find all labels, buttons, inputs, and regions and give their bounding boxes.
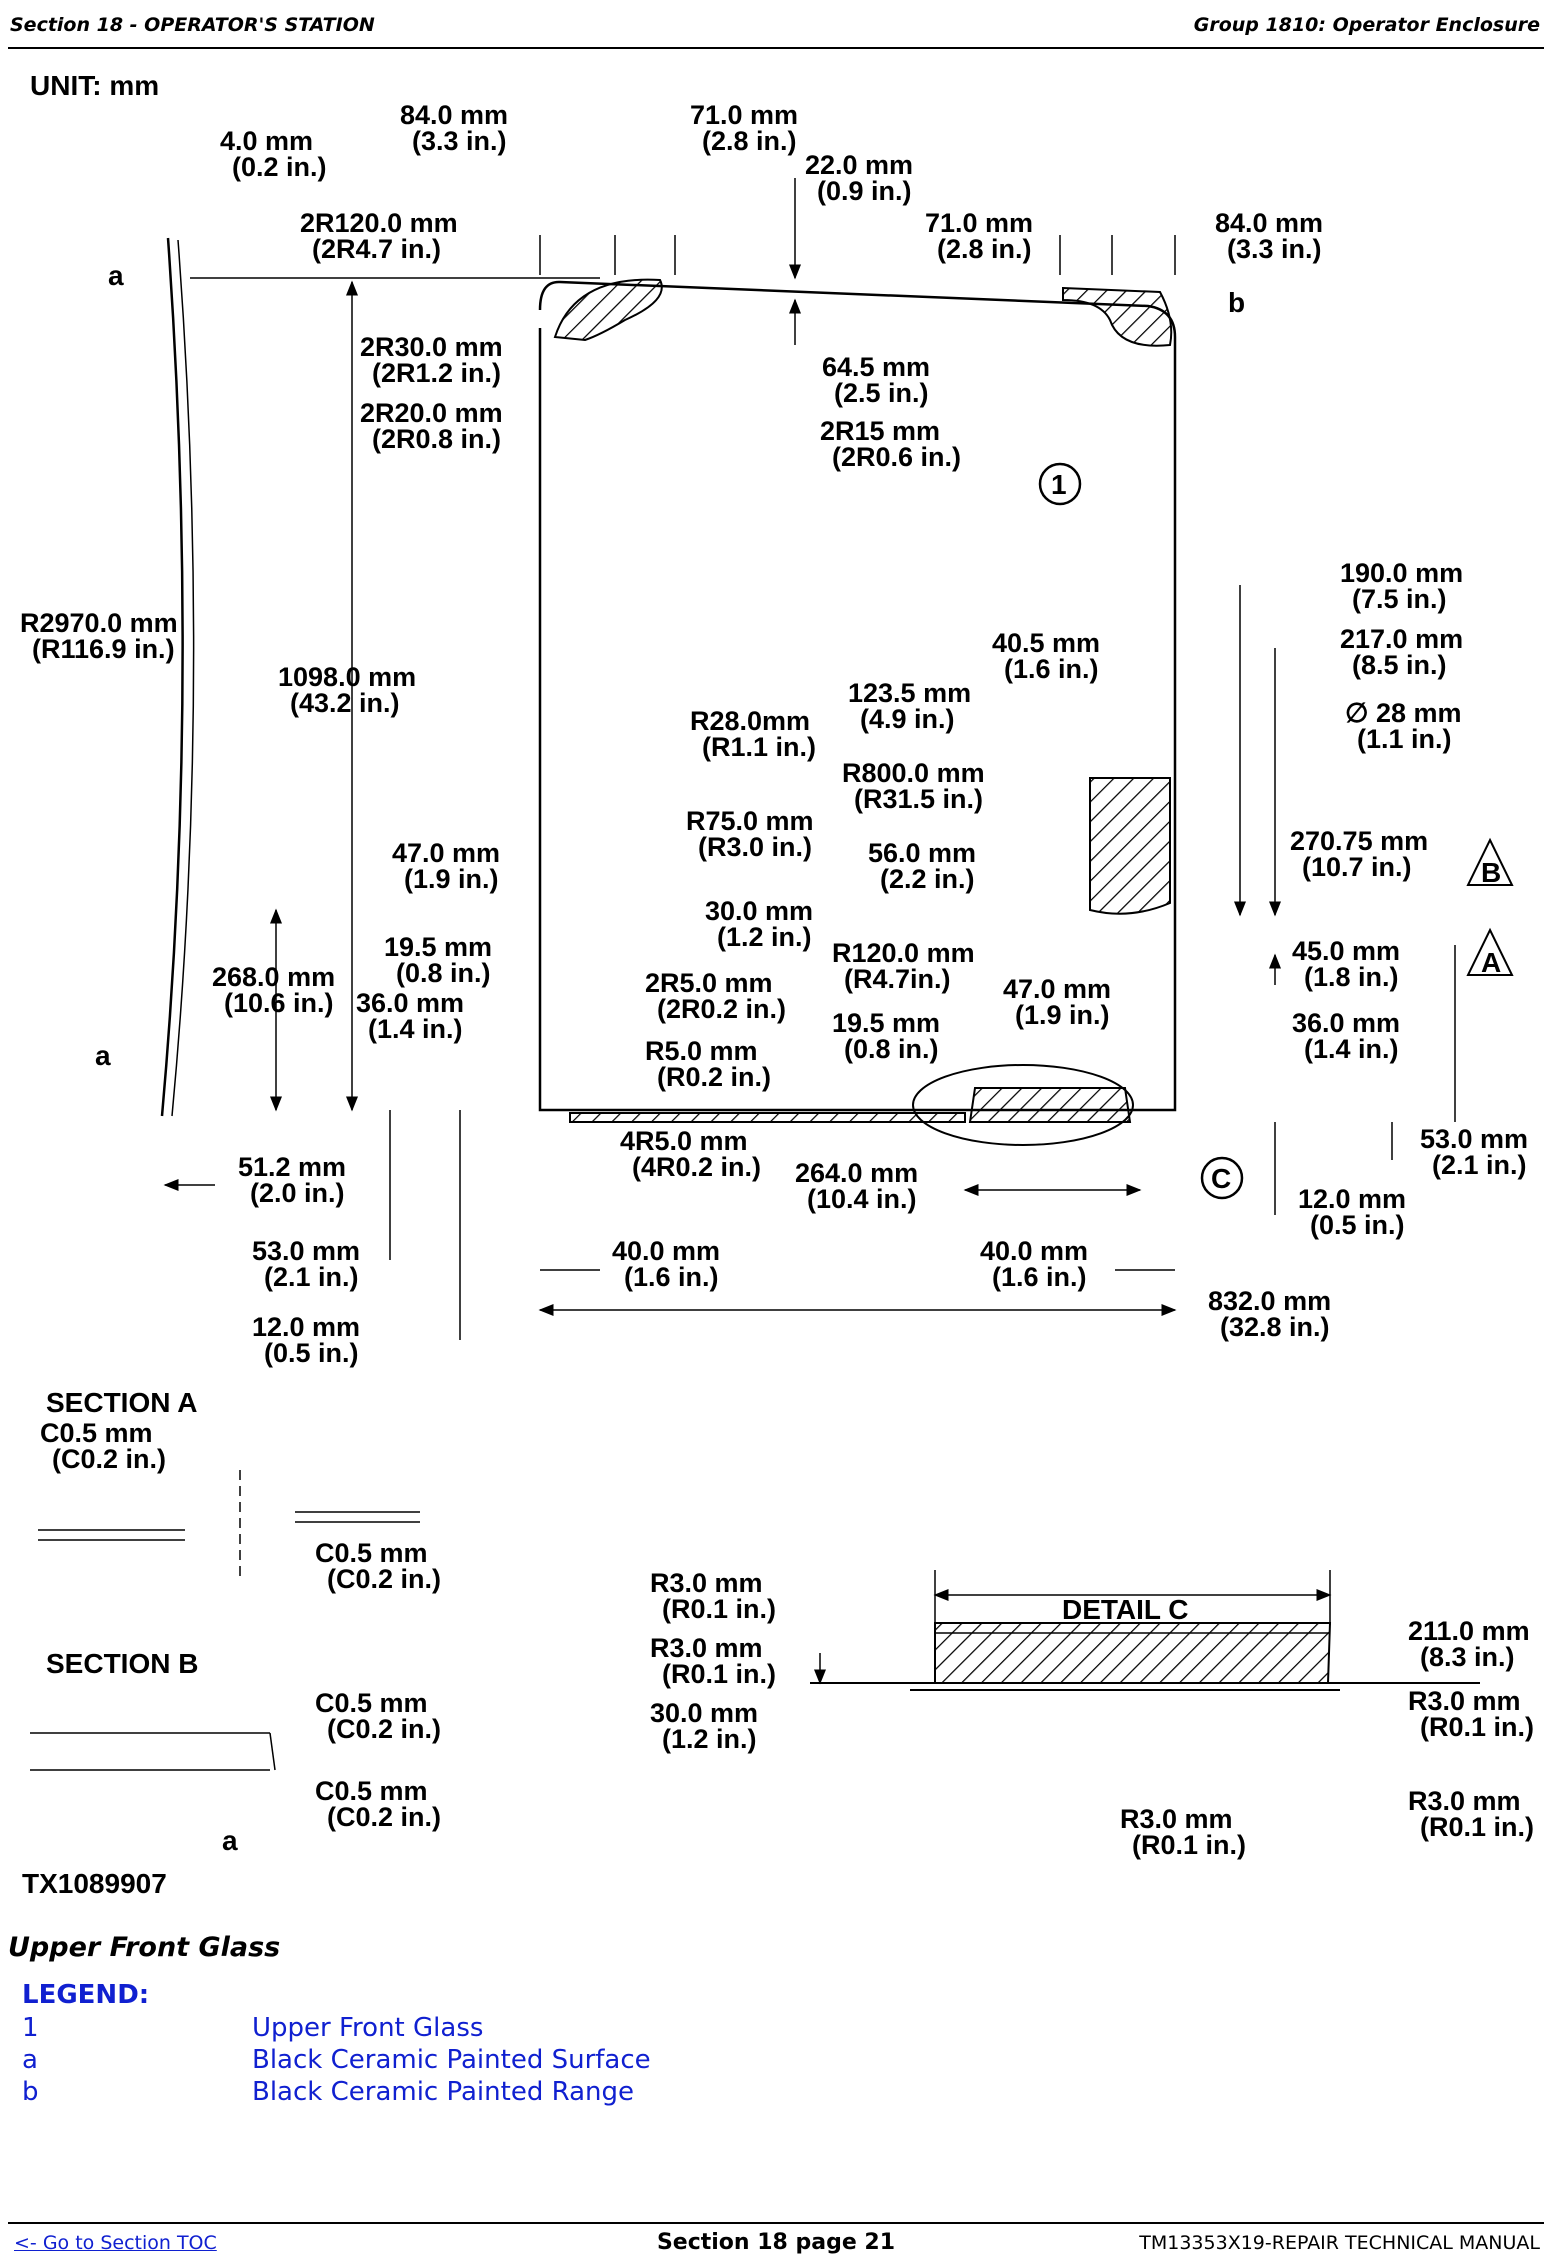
dim-label-d645: 64.5 mm(2.5 in.) (822, 352, 930, 408)
legend-key: b (22, 2077, 39, 2107)
dim-label-d53l: 53.0 mm(2.1 in.) (252, 1236, 360, 1292)
dim-label-d47l: 47.0 mm(1.9 in.) (392, 838, 500, 894)
dim-label-d36l: 36.0 mm(1.4 in.) (356, 988, 464, 1044)
dim-label-d832: 832.0 mm(32.8 in.) (1208, 1286, 1331, 1342)
svg-text:SECTION B: SECTION B (46, 1648, 198, 1679)
dim-label-d12r: 12.0 mm(0.5 in.) (1298, 1184, 1406, 1240)
dim-label-dc_r3d: R3.0 mm(R0.1 in.) (1408, 1786, 1534, 1842)
legend-text[interactable]: Black Ceramic Painted Range (252, 2077, 635, 2107)
svg-text:UNIT: mm: UNIT: mm (30, 70, 159, 101)
legend-item: a Black Ceramic Painted Surface (22, 2044, 922, 2076)
dim-label-dc_r3e: R3.0 mm(R0.1 in.) (1120, 1804, 1246, 1860)
legend-text[interactable]: Black Ceramic Painted Surface (252, 2045, 651, 2075)
callout-markers: a a a b 1 C B A (95, 260, 1514, 1856)
dim-label-d195l: 19.5 mm(0.8 in.) (384, 932, 492, 988)
dim-label-r120mid: R120.0 mm(R4.7in.) (832, 938, 975, 994)
legend-key: a (22, 2045, 38, 2075)
dim-label-dc_r3a: R3.0 mm(R0.1 in.) (650, 1568, 776, 1624)
section-toc-link[interactable]: <- Go to Section TOC (14, 2232, 217, 2254)
dim-label-sb_c1: C0.5 mm(C0.2 in.) (315, 1688, 441, 1744)
legend-item: b Black Ceramic Painted Range (22, 2076, 922, 2108)
dim-label-r4x5: 4R5.0 mm(4R0.2 in.) (620, 1126, 761, 1182)
dim-label-dc_r3c: R3.0 mm(R0.1 in.) (1408, 1686, 1534, 1742)
section-titles: SECTION A SECTION B DETAIL C TX1089907 (22, 1387, 1189, 1899)
dim-label-r28: R28.0mm(R1.1 in.) (690, 706, 816, 762)
svg-text:a: a (108, 260, 124, 291)
svg-text:DETAIL C: DETAIL C (1062, 1594, 1189, 1625)
detail-c-ellipse (540, 1064, 1480, 1691)
svg-text:C: C (1211, 1163, 1231, 1194)
hatched-regions (553, 278, 1332, 1684)
dimension-lines (30, 178, 1456, 1771)
svg-text:A: A (1481, 947, 1501, 978)
dim-label-d217: 217.0 mm(8.5 in.) (1340, 624, 1463, 680)
upper-front-glass-drawing: UNIT: mm 4.0 mm(0.2 in.) 84.0 mm(3.3 in.… (20, 70, 1534, 1899)
dim-label-d190: 190.0 mm(7.5 in.) (1340, 558, 1463, 614)
dim-label-d40l: 40.0 mm(1.6 in.) (612, 1236, 720, 1292)
dim-label-d45: 45.0 mm(1.8 in.) (1292, 936, 1400, 992)
dim-label-d27075: 270.75 mm(10.7 in.) (1290, 826, 1428, 882)
svg-text:a: a (222, 1825, 238, 1856)
dim-label-d53r: 53.0 mm(2.1 in.) (1420, 1124, 1528, 1180)
dimension-labels: 4.0 mm(0.2 in.) 84.0 mm(3.3 in.) 71.0 mm… (20, 100, 1534, 1860)
dim-label-d268: 268.0 mm(10.6 in.) (212, 962, 335, 1018)
dim-label-d512: 51.2 mm(2.0 in.) (238, 1152, 346, 1208)
section-title: Section 18 - OPERATOR'S STATION (10, 14, 375, 36)
legend-title: LEGEND: (22, 1980, 150, 2010)
figure-caption: Upper Front Glass (8, 1932, 281, 1963)
svg-text:TX1089907: TX1089907 (22, 1868, 167, 1899)
legend: LEGEND: 1 Upper Front Glass a Black Cera… (22, 1980, 922, 2108)
svg-text:a: a (95, 1040, 111, 1071)
dim-label-d71r: 71.0 mm(2.8 in.) (925, 208, 1033, 264)
dim-label-r2970: R2970.0 mm(R116.9 in.) (20, 608, 178, 664)
unit-label: UNIT: mm (30, 70, 159, 101)
dim-label-r5x2: 2R5.0 mm(2R0.2 in.) (645, 968, 786, 1024)
dim-label-d22: 22.0 mm(0.9 in.) (805, 150, 913, 206)
svg-text:1: 1 (1051, 469, 1067, 500)
svg-text:b: b (1228, 287, 1245, 318)
svg-text:B: B (1481, 857, 1501, 888)
dim-label-d12l: 12.0 mm(0.5 in.) (252, 1312, 360, 1368)
footer-divider (8, 2222, 1544, 2224)
dim-label-dc_211: 211.0 mm(8.3 in.) (1408, 1616, 1530, 1672)
dim-label-r5: R5.0 mm(R0.2 in.) (645, 1036, 771, 1092)
dim-label-d71l: 71.0 mm(2.8 in.) (690, 100, 798, 156)
dim-label-d264: 264.0 mm(10.4 in.) (795, 1158, 918, 1214)
dim-label-d84l: 84.0 mm(3.3 in.) (400, 100, 508, 156)
legend-key: 1 (22, 2013, 39, 2043)
dim-label-d1235: 123.5 mm(4.9 in.) (848, 678, 971, 734)
dim-label-r75: R75.0 mm(R3.0 in.) (686, 806, 814, 862)
dim-label-r15: 2R15 mm(2R0.6 in.) (820, 416, 961, 472)
dim-label-sb_c2: C0.5 mm(C0.2 in.) (315, 1776, 441, 1832)
dim-label-d47r: 47.0 mm(1.9 in.) (1003, 974, 1111, 1030)
dim-label-d36r: 36.0 mm(1.4 in.) (1292, 1008, 1400, 1064)
page-header: Section 18 - OPERATOR'S STATION Group 18… (0, 0, 1552, 49)
legend-text[interactable]: Upper Front Glass (252, 2013, 484, 2043)
page-number: Section 18 page 21 (656, 2230, 896, 2255)
legend-item: 1 Upper Front Glass (22, 2012, 922, 2044)
header-divider (8, 47, 1544, 49)
svg-text:SECTION A: SECTION A (46, 1387, 197, 1418)
dim-label-r120top: 2R120.0 mm(2R4.7 in.) (300, 208, 458, 264)
dim-label-dc_r3b: R3.0 mm(R0.1 in.) (650, 1633, 776, 1689)
dim-label-d4: 4.0 mm(0.2 in.) (220, 126, 327, 182)
dim-label-r30: 2R30.0 mm(2R1.2 in.) (360, 332, 503, 388)
manual-id: TM13353X19-REPAIR TECHNICAL MANUAL (1139, 2232, 1540, 2254)
dim-label-sa_c1: C0.5 mm(C0.2 in.) (40, 1418, 166, 1474)
dim-label-d1098: 1098.0 mm(43.2 in.) (278, 662, 416, 718)
dim-label-d195r: 19.5 mm(0.8 in.) (832, 1008, 940, 1064)
dim-label-dc_30: 30.0 mm(1.2 in.) (650, 1698, 758, 1754)
dim-label-sa_c2: C0.5 mm(C0.2 in.) (315, 1538, 441, 1594)
dim-label-r20: 2R20.0 mm(2R0.8 in.) (360, 398, 503, 454)
dim-label-d56: 56.0 mm(2.2 in.) (868, 838, 976, 894)
dim-label-d40r: 40.0 mm(1.6 in.) (980, 1236, 1088, 1292)
dim-label-d84r: 84.0 mm(3.3 in.) (1215, 208, 1323, 264)
dim-label-dia28: ∅ 28 mm(1.1 in.) (1345, 698, 1462, 754)
dim-label-r800: R800.0 mm(R31.5 in.) (842, 758, 985, 814)
dim-label-d405: 40.5 mm(1.6 in.) (992, 628, 1100, 684)
group-title: Group 1810: Operator Enclosure (1193, 14, 1540, 36)
dim-label-d30: 30.0 mm(1.2 in.) (705, 896, 813, 952)
